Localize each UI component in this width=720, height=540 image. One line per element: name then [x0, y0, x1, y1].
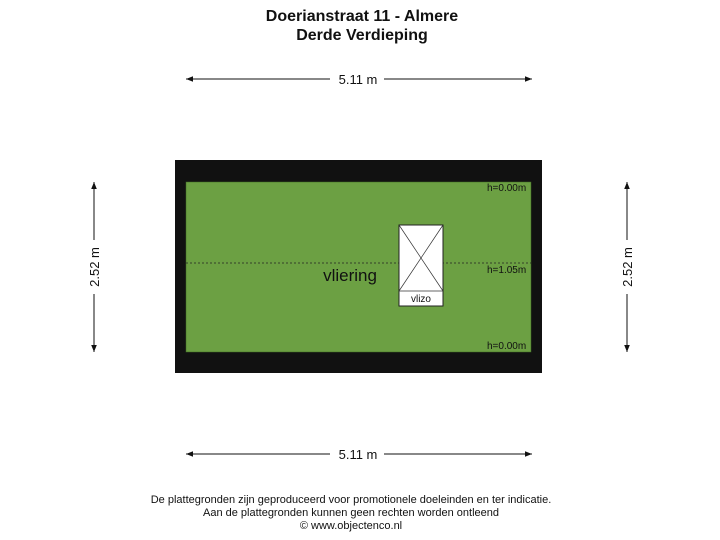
room-name: vliering [323, 266, 377, 285]
left-dimension: 2.52 m [87, 182, 102, 352]
bottom-dimension-label: 5.11 m [339, 447, 378, 462]
footer-line-2: Aan de plattegronden kunnen geen rechten… [203, 507, 499, 519]
top-dimension-label: 5.11 m [339, 72, 378, 87]
bottom-dimension: 5.11 m [186, 447, 532, 462]
height-label-top: h=0.00m [487, 183, 526, 194]
hatch-label: vlizo [411, 294, 431, 305]
right-dimension: 2.52 m [620, 182, 635, 352]
right-dimension-label: 2.52 m [620, 247, 635, 287]
left-dimension-label: 2.52 m [87, 247, 102, 287]
footer-line-3: © www.objectenco.nl [300, 520, 402, 532]
height-label-middle: h=1.05m [487, 265, 526, 276]
plan-title: Doerianstraat 11 - Almere [266, 8, 458, 25]
footer-line-1: De plattegronden zijn geproduceerd voor … [151, 494, 552, 506]
top-dimension: 5.11 m [186, 72, 532, 87]
room-floor [185, 181, 532, 353]
height-label-bottom: h=0.00m [487, 341, 526, 352]
plan-subtitle: Derde Verdieping [296, 27, 428, 44]
attic-hatch: vlizo [398, 224, 444, 307]
